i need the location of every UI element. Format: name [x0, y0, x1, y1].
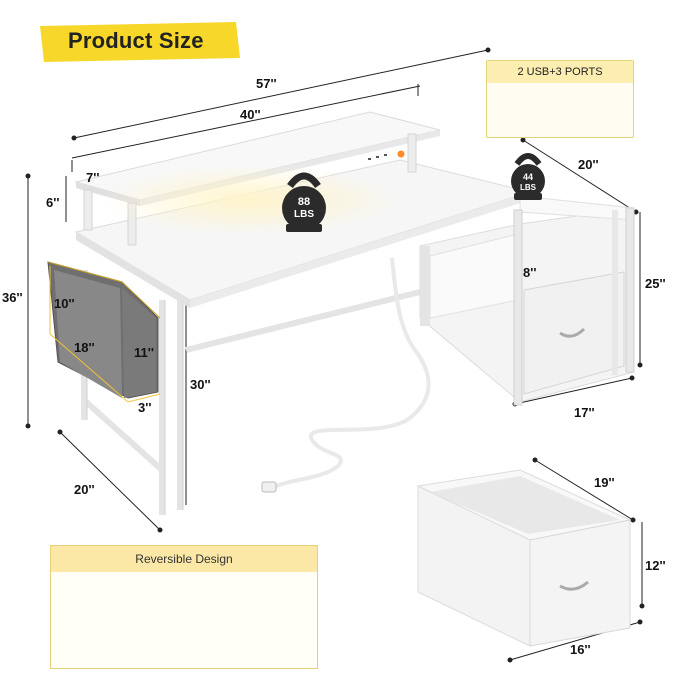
led-dot [397, 150, 405, 158]
usb-panel-callout: 2 USB+3 PORTS [486, 60, 634, 138]
power-plug [261, 481, 277, 493]
desk-frame [81, 270, 421, 515]
desk-depth-label: 20'' [74, 482, 95, 497]
bag-side-label: 11'' [134, 345, 154, 360]
shelf-gap-label: 8'' [523, 265, 537, 280]
shelf-weight-unit: LBS [520, 183, 536, 192]
total-height-label: 36'' [2, 290, 23, 305]
cabinet-height-label: 25'' [645, 276, 666, 291]
bag-height-label: 10'' [54, 296, 75, 311]
drawer-width-label: 16'' [570, 642, 591, 657]
bag-width-label: 18'' [74, 340, 95, 355]
banner-title: Product Size [68, 28, 204, 53]
drawer-height-label: 12'' [645, 558, 666, 573]
total-width-label: 57'' [256, 76, 277, 91]
cabinet-depth-label: 20'' [578, 157, 599, 172]
desk-width-label: 40'' [240, 107, 261, 122]
leg-height-label: 30'' [190, 377, 211, 392]
reversible-design-title: Reversible Design [51, 546, 317, 572]
desk-weight-unit: LBS [294, 209, 314, 220]
drawer-depth-label: 19'' [594, 475, 615, 490]
product-size-banner: Product Size [40, 22, 240, 62]
desk-weight-value: 88 [297, 196, 311, 208]
led-glow [100, 165, 400, 235]
kettlebell-88-icon [282, 172, 326, 232]
kettlebell-44-icon [511, 153, 545, 200]
usb-panel-title: 2 USB+3 PORTS [487, 61, 633, 83]
reversible-design-panel: Reversible Design [50, 545, 318, 669]
cabinet-width-label: 17'' [574, 405, 595, 420]
shelf-weight-value: 44 [522, 172, 533, 182]
riser-height-label: 6'' [46, 195, 60, 210]
removable-drawer [416, 469, 632, 647]
cabinet-drawer [523, 271, 625, 395]
bag-thickness-label: 3'' [138, 400, 152, 415]
power-cable [271, 257, 431, 490]
shelf-height-label: 7'' [86, 170, 100, 185]
